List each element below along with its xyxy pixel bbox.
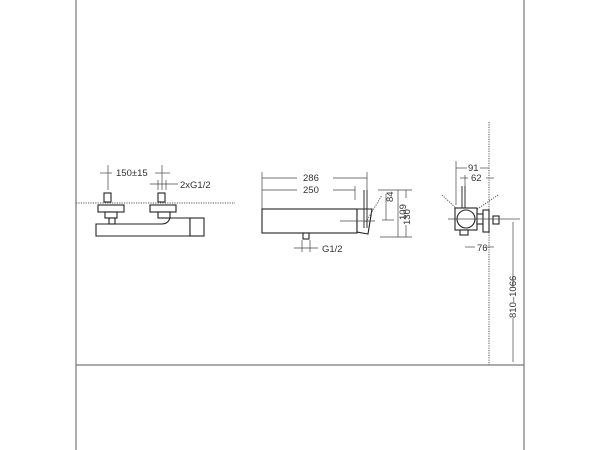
- drawing-frame: [75, 0, 525, 450]
- dim-connections: 2xG1/2: [180, 180, 211, 191]
- dim-spacing: 150±15: [116, 168, 148, 179]
- dim-projection: 76: [477, 243, 488, 254]
- dim-h3: 130: [402, 209, 413, 225]
- dim-body-length: 250: [303, 185, 319, 196]
- top-view: 286 250 G1/2 84 109 130: [261, 172, 413, 255]
- dim-height-range: 810–1066: [508, 276, 519, 318]
- dim-depth1: 91: [468, 163, 479, 174]
- dim-outlet: G1/2: [322, 244, 343, 255]
- dim-h1: 84: [385, 191, 396, 202]
- dim-overall-length: 286: [303, 173, 319, 184]
- side-view: 91 62 76 810–1066: [441, 122, 520, 365]
- dim-depth2: 62: [471, 173, 482, 184]
- front-view: 150±15 2xG1/2: [76, 165, 235, 237]
- dim-h2: 109: [398, 204, 409, 220]
